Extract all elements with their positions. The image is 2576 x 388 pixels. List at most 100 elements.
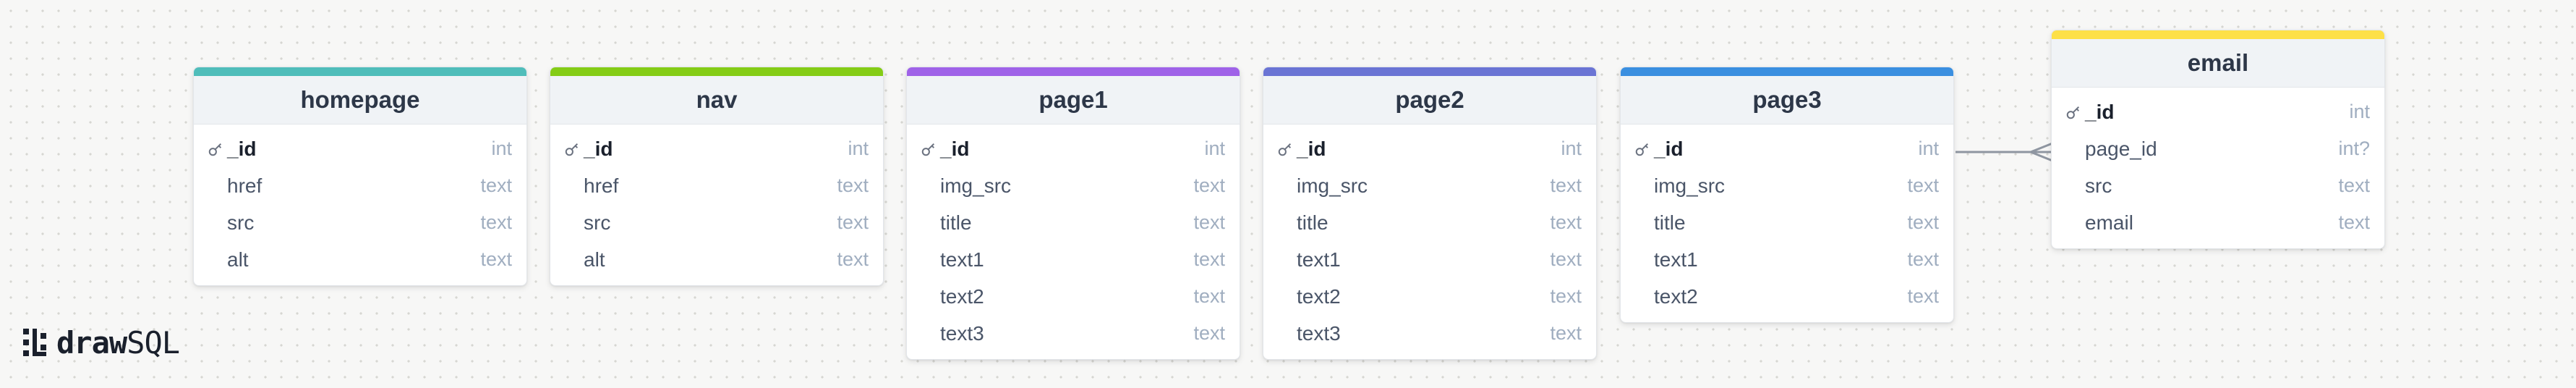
field-type: text [1193,285,1225,307]
field-row[interactable]: _id int [1263,130,1596,167]
field-type: text [2338,174,2370,196]
field-type: text [1193,174,1225,196]
field-row[interactable]: img_src text [1263,167,1596,204]
table-nav[interactable]: nav _id int href text src text alt text [550,67,884,286]
field-row[interactable]: text3 text [1263,315,1596,352]
field-name: page_id [2085,137,2157,160]
table-fields: _id int href text src text alt text [550,125,883,285]
field-row[interactable]: page_id int? [2052,130,2384,167]
field-name: text1 [940,248,984,271]
field-type: int [491,138,512,159]
field-row[interactable]: _id int [194,130,526,167]
field-name: alt [584,248,605,271]
field-type: text [480,174,512,196]
field-name: img_src [1297,174,1368,197]
table-color-bar [907,67,1240,76]
field-row[interactable]: title text [1263,204,1596,241]
table-color-bar [194,67,526,76]
field-row[interactable]: _id int [2052,93,2384,130]
table-email[interactable]: email _id int page_id int? src text emai… [2051,30,2385,249]
field-name: href [227,174,263,197]
field-name: img_src [940,174,1012,197]
field-row[interactable]: img_src text [907,167,1240,204]
field-type: text [1907,285,1939,307]
table-homepage[interactable]: homepage _id int href text src text alt … [193,67,527,286]
field-row[interactable]: text1 text [907,241,1240,278]
field-row[interactable]: text2 text [1621,278,1953,315]
field-row[interactable]: alt text [550,241,883,278]
field-name: title [1654,211,1686,234]
field-row[interactable]: title text [1621,204,1953,241]
table-fields: _id int page_id int? src text email text [2052,88,2384,248]
field-row[interactable]: href text [194,167,526,204]
field-row[interactable]: href text [550,167,883,204]
field-type: text [1907,174,1939,196]
table-title[interactable]: email [2052,39,2384,88]
field-row[interactable]: _id int [907,130,1240,167]
field-type: text [480,211,512,233]
field-row[interactable]: text1 text [1621,241,1953,278]
field-name: text3 [940,321,984,345]
field-name: src [584,211,611,234]
field-row[interactable]: email text [2052,204,2384,241]
field-type: text [1550,248,1582,270]
key-icon [563,140,581,158]
field-row[interactable]: _id int [550,130,883,167]
field-row[interactable]: img_src text [1621,167,1953,204]
field-type: int [1561,138,1582,159]
field-type: text [837,174,869,196]
field-row[interactable]: text2 text [1263,278,1596,315]
table-title[interactable]: page3 [1621,76,1953,125]
table-page3[interactable]: page3 _id int img_src text title text te… [1620,67,1954,323]
field-type: int [2349,101,2370,122]
field-type: text [837,211,869,233]
field-row[interactable]: text3 text [907,315,1240,352]
field-name: _id [584,137,613,160]
table-fields: _id int img_src text title text text1 te… [1621,125,1953,322]
field-name: text2 [1654,284,1698,308]
field-type: int [1918,138,1939,159]
key-icon [1276,140,1294,158]
field-row[interactable]: text1 text [1263,241,1596,278]
field-row[interactable]: src text [2052,167,2384,204]
field-name: alt [227,248,249,271]
field-name: src [2085,174,2112,197]
logo-mark-icon [23,329,46,356]
field-type: text [1550,322,1582,344]
crowfoot-lower-prong [2030,151,2053,162]
table-title[interactable]: page1 [907,76,1240,125]
field-name: _id [2085,100,2115,123]
table-page2[interactable]: page2 _id int img_src text title text te… [1263,67,1597,360]
field-type: text [1193,248,1225,270]
field-row[interactable]: _id int [1621,130,1953,167]
field-type: text [837,248,869,270]
field-row[interactable]: src text [194,204,526,241]
key-icon [2065,104,2082,121]
table-title[interactable]: page2 [1263,76,1596,125]
field-type: int [848,138,869,159]
field-type: text [1907,211,1939,233]
field-name: _id [940,137,970,160]
field-row[interactable]: title text [907,204,1240,241]
field-name: _id [227,137,257,160]
table-color-bar [2052,30,2384,39]
field-name: text3 [1297,321,1341,345]
field-name: _id [1654,137,1684,160]
field-row[interactable]: text2 text [907,278,1240,315]
field-type: text [2338,211,2370,233]
field-row[interactable]: alt text [194,241,526,278]
table-title[interactable]: homepage [194,76,526,125]
field-name: text2 [940,284,984,308]
field-name: text1 [1654,248,1698,271]
table-page1[interactable]: page1 _id int img_src text title text te… [906,67,1240,360]
field-type: int [1204,138,1225,159]
field-type: text [1550,285,1582,307]
field-row[interactable]: src text [550,204,883,241]
table-title[interactable]: nav [550,76,883,125]
key-icon [207,140,224,158]
field-name: src [227,211,255,234]
field-type: text [1193,322,1225,344]
field-name: text1 [1297,248,1341,271]
